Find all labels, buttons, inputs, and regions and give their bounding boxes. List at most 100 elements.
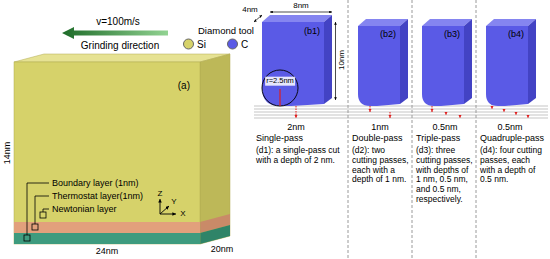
cut-arrow <box>432 106 433 112</box>
axis-line <box>160 206 169 214</box>
cut-arrow <box>492 106 493 109</box>
workpiece-block: (a) <box>14 62 200 244</box>
diamond-tool: (b2) <box>354 18 408 106</box>
node-text: (b4) <box>482 18 536 39</box>
tool-front-face <box>262 22 324 106</box>
tip-radius-circle <box>262 70 298 106</box>
tool-front-face <box>358 26 400 106</box>
tool-label: Diamond tool <box>198 26 254 37</box>
direction-arrow <box>62 27 168 39</box>
diamond-tool: (b1) <box>258 14 332 106</box>
layer-label: Newtonian layer <box>52 204 117 214</box>
boundary-band <box>14 233 200 244</box>
node-text: (a) <box>14 62 200 92</box>
panel-tag: (a) <box>178 80 190 92</box>
thermostat-band <box>14 222 200 233</box>
pass-heading: Triple-pass <box>416 133 474 143</box>
layer-marker <box>24 235 30 241</box>
layer-marker <box>40 212 46 218</box>
axis-line <box>160 199 161 214</box>
cut-arrow <box>446 112 447 115</box>
legend-text: C <box>241 39 248 50</box>
separator-line <box>412 0 413 259</box>
tool-front-face <box>486 26 528 106</box>
diamond-tool: (b4) <box>482 18 536 106</box>
depth-guides <box>254 106 548 118</box>
tool-side-face <box>400 19 408 104</box>
legend-entry: C <box>227 39 248 50</box>
cut-arrow <box>528 115 529 118</box>
diamond-tool: (b3) <box>418 18 472 106</box>
legend-swatch <box>183 39 194 50</box>
dimension-label: 8nm <box>293 1 309 10</box>
pass-heading: Quadruple-pass <box>480 133 546 143</box>
legend-swatch <box>227 39 238 50</box>
cut-arrow <box>516 112 517 115</box>
leader-line <box>35 196 49 224</box>
axis-label: Y <box>171 197 176 206</box>
dimension-line <box>335 22 336 100</box>
depth-line <box>254 118 548 119</box>
boundary-band-side <box>200 225 230 244</box>
radius-line <box>279 89 280 106</box>
block-outline <box>14 62 200 244</box>
panel-tag: (b1) <box>304 26 320 36</box>
cut-arrow <box>460 115 461 118</box>
legend-entry: Si <box>183 39 206 50</box>
pass-heading: Single-pass <box>256 133 344 143</box>
cut-arrow <box>504 109 505 112</box>
tool-top-face <box>486 19 536 26</box>
tool-outline <box>258 14 332 106</box>
separator-line <box>476 0 477 259</box>
legend-text: Si <box>197 39 206 50</box>
cut-arrow <box>390 112 391 118</box>
layer-marker <box>32 224 38 230</box>
dimension-label: 20nm <box>211 244 234 254</box>
leader-line <box>27 183 49 235</box>
tool-front-face <box>422 26 464 106</box>
workpiece-block <box>14 54 230 244</box>
separator-line <box>348 0 349 259</box>
cut-arrow <box>370 106 371 112</box>
pass-description: (d3): three cutting passes, with depths … <box>416 146 474 205</box>
workpiece-side-face <box>200 54 230 244</box>
leader-line <box>43 209 49 212</box>
panel-tag: (b2) <box>380 29 396 39</box>
layer-leaders <box>24 183 49 241</box>
depth-line <box>254 115 548 116</box>
pass-description: (d1): a single-pass cut with a depth of … <box>256 146 344 166</box>
dimension-line <box>270 12 332 13</box>
panel-tag: (b4) <box>508 29 524 39</box>
tool-side-face <box>324 15 332 104</box>
layer-label: Boundary layer (1nm) <box>52 178 139 188</box>
cut-arrow <box>296 106 297 118</box>
column-separators <box>348 0 476 259</box>
workpiece-front-face <box>14 62 200 244</box>
depth-label: 0.5nm <box>432 122 457 132</box>
panel-tag: (b3) <box>444 29 460 39</box>
tool-top-face <box>422 19 472 26</box>
speed-label: v=100m/s <box>96 16 140 28</box>
dimension-label: 14nm <box>2 142 12 165</box>
dimension-label: 4nm <box>242 5 258 14</box>
pass-description: (d2): two cutting passes, each with a de… <box>352 146 410 185</box>
depth-label: 2nm <box>287 122 305 132</box>
axis-line <box>160 214 176 215</box>
depth-label: 0.5nm <box>497 122 522 132</box>
radius-label: r=2.5nm <box>265 77 295 86</box>
node-text: (b1) <box>258 14 332 36</box>
node-text: (b3) <box>418 18 472 39</box>
tool-side-face <box>464 19 472 104</box>
dimension-line <box>254 15 262 22</box>
tool-top-face <box>358 19 408 26</box>
direction-label: Grinding direction <box>81 40 159 52</box>
layer-label: Thermostat layer(1nm) <box>52 191 143 201</box>
workpiece-top-face <box>14 54 230 62</box>
tool-top-face <box>262 15 332 22</box>
dimension-label: 10nm <box>337 50 346 70</box>
axis-label: Z <box>158 189 163 198</box>
